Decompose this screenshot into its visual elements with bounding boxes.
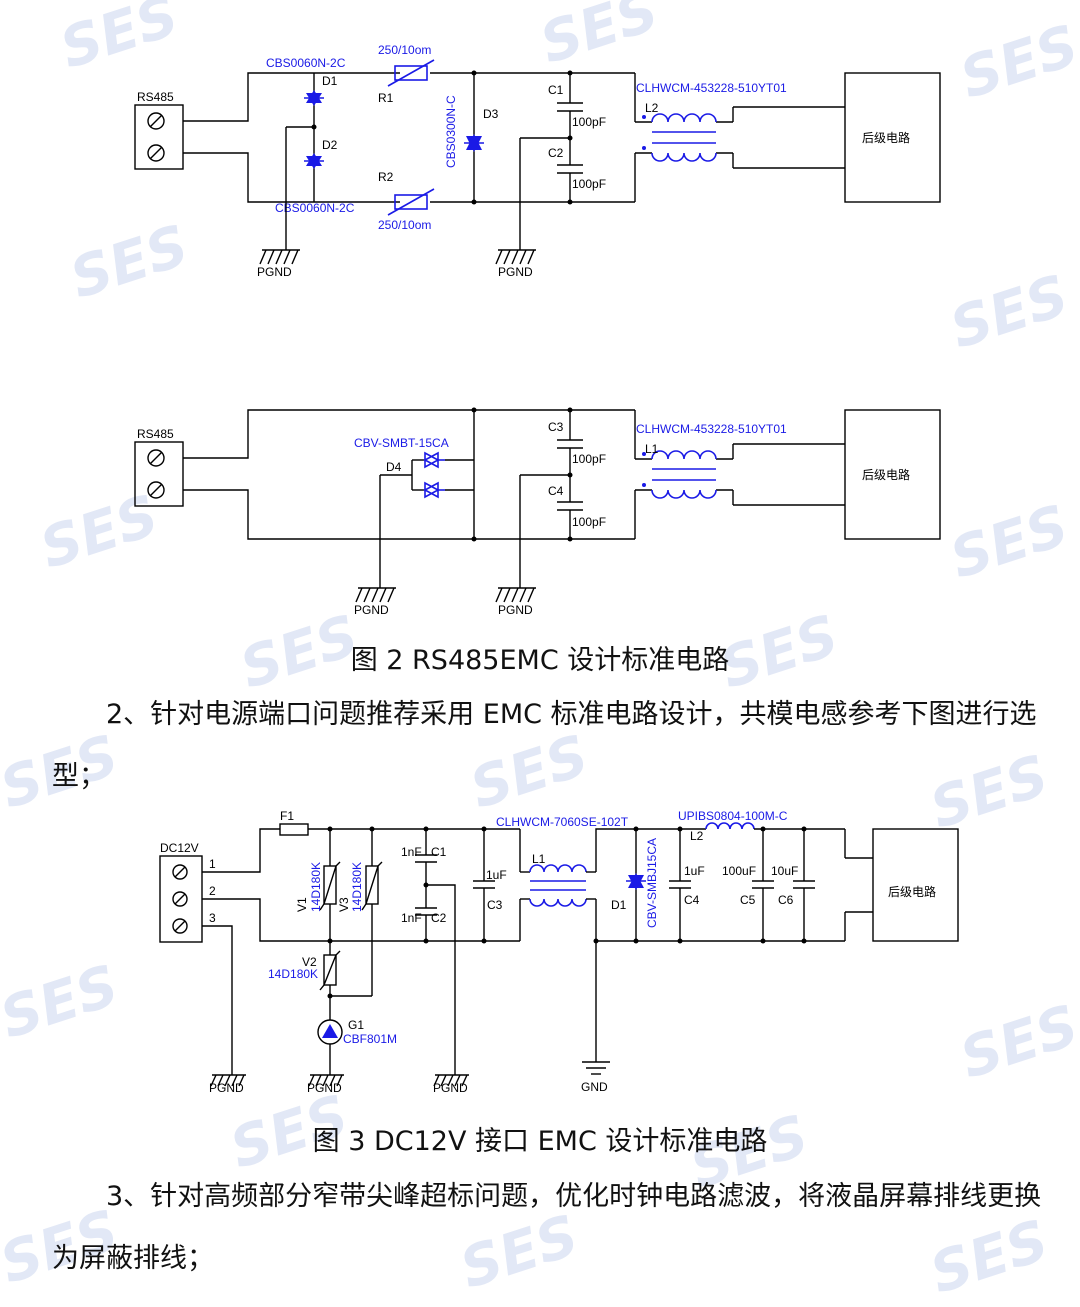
terminal-block <box>134 441 184 507</box>
c4-value: 1uF <box>684 864 705 878</box>
pgnd-label: PGND <box>498 265 533 279</box>
g1-label: G1 <box>348 1018 364 1032</box>
d3-part: CBS0300N-C <box>444 95 458 168</box>
fig3: DC12V 1 2 3 F1 14D180K V1 14D180K V3 <box>159 809 959 1095</box>
load-block <box>872 828 959 942</box>
terminal-label: RS485 <box>137 427 174 441</box>
figure-caption: 图 3 DC12V 接口 EMC 设计标准电路 <box>312 1126 768 1157</box>
v2-part: 14D180K <box>268 967 318 981</box>
v2-label: V2 <box>302 955 317 969</box>
terminal-block <box>159 855 203 943</box>
fuse <box>279 823 309 836</box>
load-block <box>844 72 941 203</box>
c6-value: 10uF <box>771 864 798 878</box>
d3-label: D3 <box>483 107 499 121</box>
c5-label: C5 <box>740 893 756 907</box>
r1-label: R1 <box>378 91 394 105</box>
r1-value: 250/10om <box>378 43 431 57</box>
c6-label: C6 <box>778 893 794 907</box>
l2-label: L2 <box>645 101 659 115</box>
v3-part: 14D180K <box>350 862 364 912</box>
body-paragraph: 2、针对电源端口问题推荐采用 EMC 标准电路设计，共模电感参考下图进行选型； <box>52 699 1037 792</box>
pgnd-label: PGND <box>498 603 533 617</box>
c1-label: C1 <box>431 845 447 859</box>
c1-value: 100pF <box>572 115 606 129</box>
choke-part: CLHWCM-7060SE-102T <box>496 815 629 829</box>
terminal-label: RS485 <box>137 90 174 104</box>
c4-label: C4 <box>684 893 700 907</box>
v1-part: 14D180K <box>309 862 323 912</box>
gnd-label: GND <box>581 1080 608 1094</box>
load-label: 后级电路 <box>862 130 910 145</box>
body-paragraph: 3、针对高频部分窄带尖峰超标问题，优化时钟电路滤波，将液晶屏幕排线更换为屏蔽排线… <box>52 1181 1042 1274</box>
r2-label: R2 <box>378 170 394 184</box>
pgnd-label: PGND <box>433 1081 468 1095</box>
c4-value: 100pF <box>572 515 606 529</box>
r1-resistor <box>394 65 428 81</box>
l2-part: UPIBS0804-100M-C <box>678 809 788 823</box>
c3-label: C3 <box>487 898 503 912</box>
common-mode-choke <box>529 864 587 873</box>
d1-part: CBV-SMBJ15CA <box>645 838 659 928</box>
choke-part: CLHWCM-453228-510YT01 <box>636 422 787 436</box>
load-label: 后级电路 <box>888 884 936 899</box>
d1-label: D1 <box>322 74 338 88</box>
d2-label: D2 <box>322 138 338 152</box>
c5-value: 100uF <box>722 864 756 878</box>
pgnd-label: PGND <box>307 1081 342 1095</box>
d4-label: D4 <box>386 460 402 474</box>
pgnd-label: PGND <box>354 603 389 617</box>
d4-part: CBV-SMBT-15CA <box>354 436 449 450</box>
load-block <box>844 409 941 540</box>
l1-label: L1 <box>645 442 659 456</box>
c2-label: C2 <box>548 146 564 160</box>
fig2-top: RS485 后级电路 CBS0060N-2C D1 D2 CBS0060N-2C <box>134 43 941 279</box>
terminal-screw <box>147 112 165 130</box>
pin2-label: 2 <box>209 884 216 898</box>
r2-value: 250/10om <box>378 218 431 232</box>
f1-label: F1 <box>280 809 294 823</box>
c2-value: 1nF <box>401 911 422 925</box>
g1-part: CBF801M <box>343 1032 397 1046</box>
d4-tvs <box>423 451 440 469</box>
c3-label: C3 <box>548 420 564 434</box>
pgnd-label: PGND <box>209 1081 244 1095</box>
pin1-label: 1 <box>209 857 216 871</box>
l2-label: L2 <box>690 829 704 843</box>
c3-value: 100pF <box>572 452 606 466</box>
choke-part: CLHWCM-453228-510YT01 <box>636 81 787 95</box>
c2-value: 100pF <box>572 177 606 191</box>
common-mode-choke <box>651 113 717 123</box>
pin3-label: 3 <box>209 911 216 925</box>
fig2-bottom: RS485 后级电路 CBV-SMBT-15CA D4 PGND <box>134 407 941 617</box>
r2-resistor <box>394 194 428 210</box>
load-label: 后级电路 <box>862 467 910 482</box>
figure-caption: 图 2 RS485EMC 设计标准电路 <box>350 645 730 676</box>
v3-label: V3 <box>337 897 351 912</box>
v1-label: V1 <box>295 897 309 912</box>
c4-label: C4 <box>548 484 564 498</box>
c3-value: 1uF <box>486 868 507 882</box>
terminal-screw <box>147 144 165 162</box>
c1-label: C1 <box>548 83 564 97</box>
d1-label: D1 <box>611 898 627 912</box>
c1-value: 1nF <box>401 845 422 859</box>
pgnd-label: PGND <box>257 265 292 279</box>
c2-label: C2 <box>431 911 447 925</box>
terminal-block <box>134 104 184 170</box>
common-mode-choke <box>651 450 717 460</box>
d2-part: CBS0060N-2C <box>275 201 355 215</box>
d1-part: CBS0060N-2C <box>266 56 346 70</box>
l2-inductor <box>705 822 755 830</box>
terminal-label: DC12V <box>160 841 199 855</box>
l1-label: L1 <box>532 852 546 866</box>
